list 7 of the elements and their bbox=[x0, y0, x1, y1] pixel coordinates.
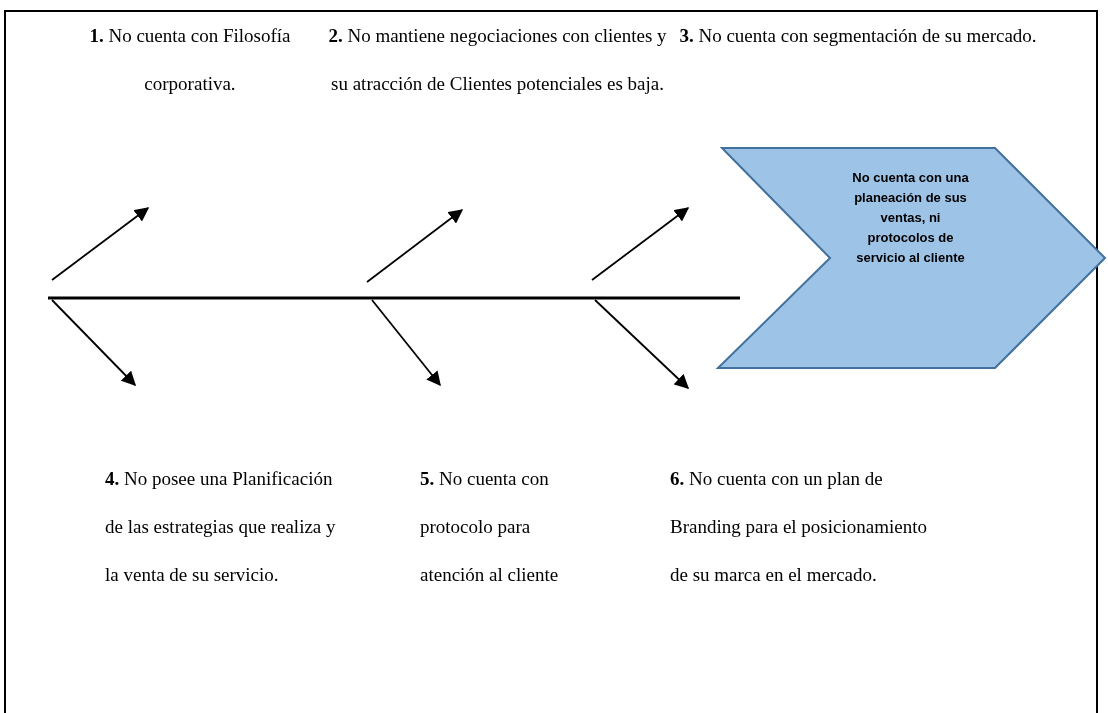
cause-text: 6. No cuenta con un plan de Branding para el posicionamiento de su marca en el mercado. bbox=[670, 455, 930, 599]
cause-text: 3. No cuenta con segmentación de su mercado. bbox=[678, 12, 1038, 60]
cause-text: 1. No cuenta con Filosofía corporativa. bbox=[80, 12, 300, 108]
effect-text: No cuenta con una planeación de sus ventas, ni protocolos de servicio al cliente bbox=[851, 169, 970, 267]
cause-text: 2. No mantiene negociaciones con clientes y su atracción de Clientes potenciales es baja. bbox=[320, 12, 675, 108]
cause-text: 5. No cuenta con protocolo para atención al cliente bbox=[420, 455, 595, 599]
cause-text: 4. No posee una Planificación de las estrategias que realiza y la venta de su servicio. bbox=[105, 455, 345, 599]
